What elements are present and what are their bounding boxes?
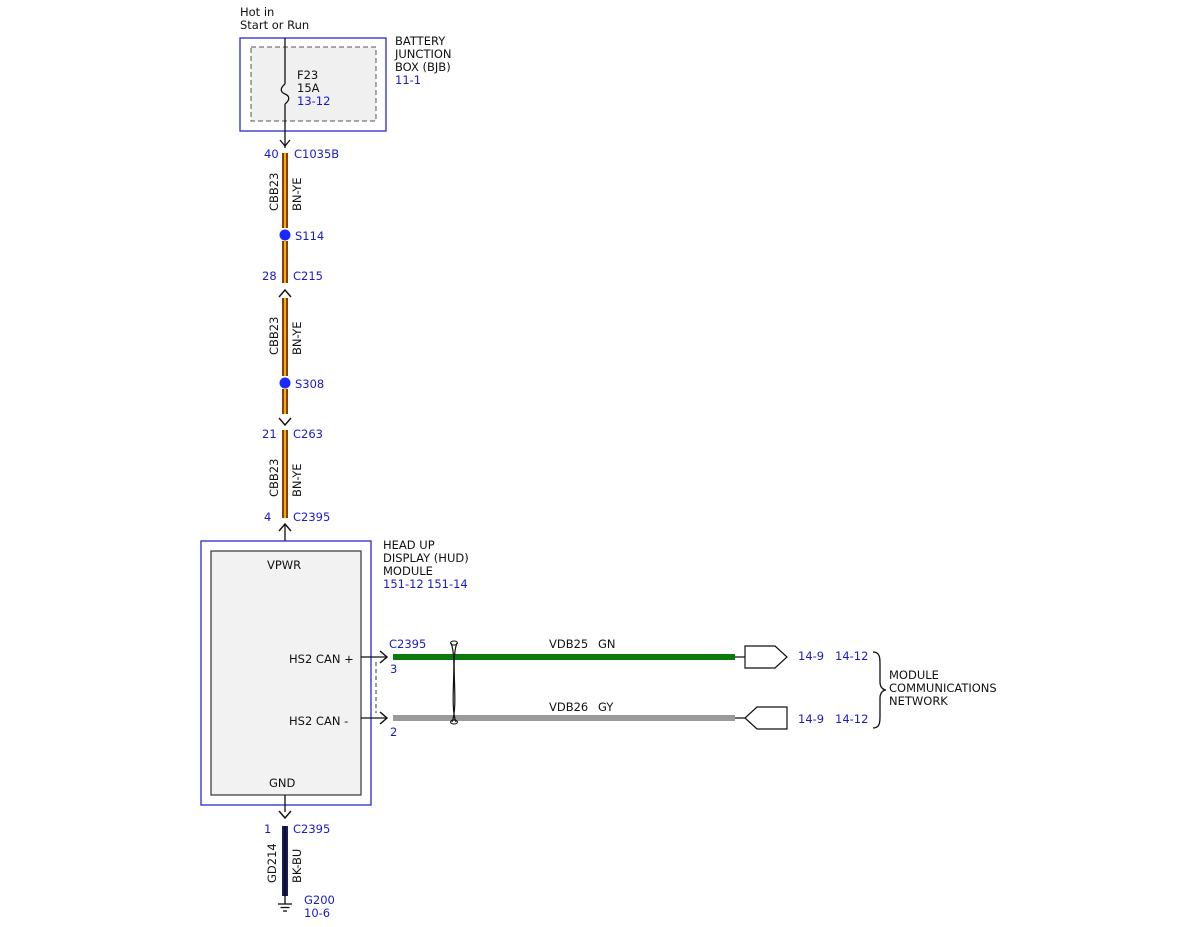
splice-s308-name[interactable]: S308	[295, 377, 324, 391]
connector-c215-name[interactable]: C215	[293, 269, 323, 283]
connector-c2395-top-name[interactable]: C2395	[293, 510, 330, 524]
connector-c215-pin: 28	[262, 269, 277, 283]
hud-label-3: MODULE	[383, 564, 433, 578]
connector-c2395-can-pin-plus: 3	[390, 662, 397, 676]
network-label-2: COMMUNICATIONS	[889, 681, 997, 695]
wire-can-plus-circuit: VDB25	[549, 637, 588, 651]
wire-seg5-circuit: CBB23	[267, 459, 281, 497]
network-minus-ref-2[interactable]: 14-12	[835, 712, 868, 726]
hud-module-inner-box	[210, 550, 362, 796]
bjb-label-1: BATTERY	[395, 34, 446, 48]
wire-seg5-color: BN-YE	[290, 463, 304, 497]
fuse-rating: 15A	[297, 81, 320, 95]
wire-seg3-circuit: CBB23	[267, 317, 281, 355]
connector-c2395-gnd-name[interactable]: C2395	[293, 822, 330, 836]
connector-can-plus-arrow-icon	[379, 650, 389, 664]
hud-pin-gnd: GND	[269, 776, 296, 790]
hud-ref-1[interactable]: 151-12	[383, 577, 424, 591]
network-plus-ref-1[interactable]: 14-9	[798, 649, 824, 663]
network-flag-in-icon	[735, 706, 788, 730]
connector-c263-pin: 21	[262, 427, 277, 441]
power-source-label-2: Start or Run	[240, 18, 309, 32]
hud-pin-can-minus: HS2 CAN -	[289, 714, 348, 728]
wire-seg1-circuit: CBB23	[267, 173, 281, 211]
hud-pin-can-plus: HS2 CAN +	[289, 652, 354, 666]
connector-c1035b-arrow-icon	[279, 139, 291, 148]
hud-pin-vpwr: VPWR	[267, 558, 301, 572]
splice-s308-dot	[279, 377, 291, 389]
connector-c1035b-name[interactable]: C1035B	[294, 147, 339, 161]
twisted-pair-symbol-a	[450, 642, 457, 723]
wire-gnd-color: BK-BU	[290, 849, 304, 883]
network-label-3: NETWORK	[889, 694, 948, 708]
wire-seg1-color: BN-YE	[290, 177, 304, 211]
fuse-ref[interactable]: 13-12	[297, 94, 330, 108]
ground-ref[interactable]: 10-6	[304, 906, 330, 920]
splice-s114-dot	[279, 229, 291, 241]
connector-c1035b-pin: 40	[264, 147, 279, 161]
wire-gnd-circuit: GD214	[265, 843, 279, 883]
bjb-label-3: BOX (BJB)	[395, 60, 451, 74]
fuse-symbol	[280, 83, 290, 105]
wire-can-minus-circuit: VDB26	[549, 700, 588, 714]
connector-can-minus-arrow-icon	[379, 711, 389, 725]
connector-c2395-gnd-pin: 1	[264, 822, 271, 836]
fuse-name: F23	[297, 68, 318, 82]
network-brace	[872, 651, 887, 729]
ground-name[interactable]: G200	[304, 893, 335, 907]
hud-label-2: DISPLAY (HUD)	[383, 551, 469, 565]
wire-can-minus-color: GY	[598, 700, 614, 714]
bjb-inner-box	[250, 46, 377, 122]
wire-seg3-color: BN-YE	[290, 321, 304, 355]
network-label-1: MODULE	[889, 668, 939, 682]
connector-c263-name[interactable]: C263	[293, 427, 323, 441]
twisted-pair-symbol-b	[451, 642, 458, 723]
connector-c2395-top-pin: 4	[264, 510, 271, 524]
splice-s114-name[interactable]: S114	[295, 229, 324, 243]
network-flag-out-icon	[735, 645, 788, 669]
hud-label-1: HEAD UP	[383, 538, 435, 552]
network-plus-ref-2[interactable]: 14-12	[835, 649, 868, 663]
connector-c2395-gnd-arrow-icon	[278, 810, 292, 820]
twisted-pair-cap-top	[450, 640, 458, 646]
bjb-ref[interactable]: 11-1	[395, 73, 421, 87]
connector-c263-arrow-icon	[278, 417, 292, 427]
bjb-label-2: JUNCTION	[394, 47, 452, 61]
power-source-label-1: Hot in	[240, 5, 274, 19]
hud-ref-2[interactable]: 151-14	[427, 577, 468, 591]
twisted-pair-cap-bottom	[450, 719, 458, 725]
connector-c215-arrow-icon	[278, 288, 292, 298]
connector-c2395-can-name[interactable]: C2395	[389, 637, 426, 651]
wire-can-plus-color: GN	[598, 637, 616, 651]
network-minus-ref-1[interactable]: 14-9	[798, 712, 824, 726]
connector-c2395-can-pin-minus: 2	[390, 725, 397, 739]
